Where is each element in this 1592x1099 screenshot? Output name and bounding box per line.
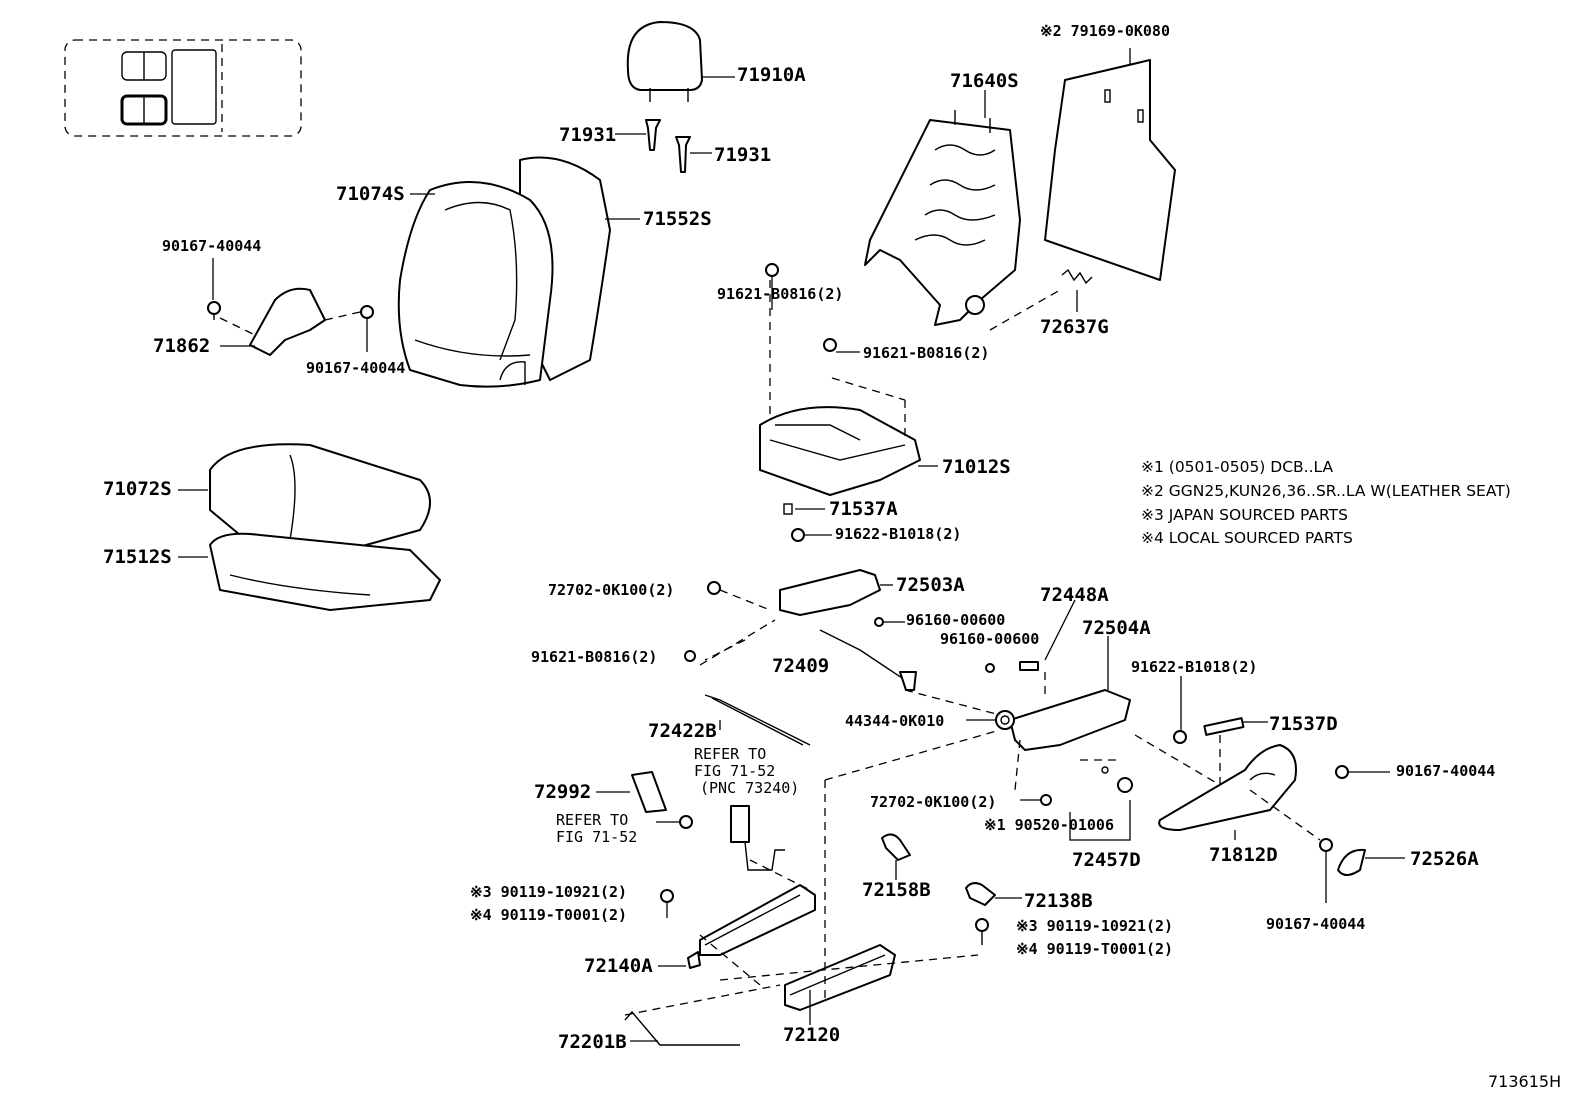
label-90119-T0001-a: ※4 90119-T0001(2)	[470, 906, 628, 924]
label-91622-B1018-b: 91622-B1018(2)	[1131, 658, 1258, 676]
label-71812D: 71812D	[1209, 844, 1278, 866]
seatback-cover-drawing	[397, 156, 640, 388]
cover-72138B-drawing	[965, 882, 1022, 945]
label-71537A: 71537A	[829, 498, 898, 520]
label-72158B: 72158B	[862, 879, 931, 901]
belt-anchor-drawing	[656, 805, 785, 871]
label-71072S: 71072S	[103, 478, 172, 500]
back-board-sheet-drawing	[1044, 48, 1176, 281]
label-71537D: 71537D	[1269, 713, 1338, 735]
label-71012S: 71012S	[942, 456, 1011, 478]
bracket-71862-drawing	[207, 258, 374, 356]
lifter-mechanism-drawing	[966, 599, 1268, 751]
label-72409: 72409	[772, 655, 830, 677]
label-72637G: 72637G	[1040, 316, 1109, 338]
wire-72201B-drawing	[624, 1010, 740, 1046]
label-91622-B1018-a: 91622-B1018(2)	[835, 525, 962, 543]
note-4: ※4 LOCAL SOURCED PARTS	[1141, 529, 1353, 547]
label-71552S: 71552S	[643, 208, 712, 230]
label-90167-40044-b: 90167-40044	[306, 359, 406, 377]
seat-track-left-drawing	[658, 884, 816, 969]
seat-locator-inset	[64, 39, 302, 137]
seat-track-right-drawing	[784, 944, 896, 1025]
label-72138B: 72138B	[1024, 890, 1093, 912]
label-72702-0K100-b: 72702-0K100(2)	[870, 793, 997, 811]
label-96160-00600-a: 96160-00600	[906, 611, 1006, 629]
lifter-link-drawing	[707, 569, 917, 691]
cover-72992-drawing	[596, 771, 667, 813]
knob-lever-drawing	[1020, 744, 1405, 903]
label-91621-B0816-b: 91621-B0816(2)	[863, 344, 990, 362]
label-90167-40044-a: 90167-40044	[162, 237, 262, 255]
label-71862: 71862	[153, 335, 211, 357]
refer-note-2-line2: FIG 71-52	[556, 828, 638, 846]
refer-note-1-line2: FIG 71-52	[694, 762, 776, 780]
seat-cushion-drawing	[178, 443, 441, 611]
label-90520-01006: ※1 90520-01006	[984, 816, 1114, 834]
label-90119-T0001-b: ※4 90119-T0001(2)	[1016, 940, 1174, 958]
headrest-drawing	[626, 21, 735, 102]
label-96160-00600-b: 96160-00600	[940, 630, 1040, 648]
label-90167-40044-d: 90167-40044	[1266, 915, 1366, 933]
label-71640S: 71640S	[950, 70, 1019, 92]
label-72457D: 72457D	[1072, 849, 1141, 871]
note-1: ※1 (0501-0505) DCB..LA	[1141, 458, 1334, 476]
cushion-frame-drawing	[759, 406, 938, 515]
spring-72637G-drawing	[989, 268, 1093, 331]
label-72702-0K100-a: 72702-0K100(2)	[548, 581, 675, 599]
seatback-frame-drawing	[864, 90, 1021, 326]
label-91621-B0816-c: 91621-B0816(2)	[531, 648, 658, 666]
label-72992: 72992	[534, 781, 592, 803]
label-72422B: 72422B	[648, 720, 717, 742]
label-90119-10921-a: ※3 90119-10921(2)	[470, 883, 628, 901]
label-71910A: 71910A	[737, 64, 806, 86]
assembly-guide-lines	[624, 619, 1321, 1016]
headrest-guides	[615, 119, 712, 173]
figure-number: 713615H	[1488, 1072, 1562, 1091]
label-71931-a: 71931	[559, 124, 617, 146]
refer-note-1-line1: REFER TO	[694, 745, 767, 763]
label-72448A: 72448A	[1040, 584, 1109, 606]
label-71931-b: 71931	[714, 144, 772, 166]
label-79169-0K080: ※2 79169-0K080	[1040, 22, 1170, 40]
label-90167-40044-c: 90167-40044	[1396, 762, 1496, 780]
rod-72422B-drawing	[684, 650, 811, 746]
label-72140A: 72140A	[584, 955, 653, 977]
note-2: ※2 GGN25,KUN26,36..SR..LA W(LEATHER SEAT…	[1141, 482, 1511, 500]
label-72503A: 72503A	[896, 574, 965, 596]
label-91621-B0816-a: 91621-B0816(2)	[717, 285, 844, 303]
label-71512S: 71512S	[103, 546, 172, 568]
note-3: ※3 JAPAN SOURCED PARTS	[1141, 506, 1348, 524]
label-72504A: 72504A	[1082, 617, 1151, 639]
cover-72158B-drawing	[881, 833, 911, 880]
label-72526A: 72526A	[1410, 848, 1479, 870]
label-72201B: 72201B	[558, 1031, 627, 1053]
label-71074S: 71074S	[336, 183, 405, 205]
refer-note-1-line3: (PNC 73240)	[700, 779, 800, 797]
label-90119-10921-b: ※3 90119-10921(2)	[1016, 917, 1174, 935]
label-72120: 72120	[783, 1024, 841, 1046]
refer-note-2-line1: REFER TO	[556, 811, 629, 829]
bolts-frame	[765, 263, 906, 542]
label-44344-0K010: 44344-0K010	[845, 712, 945, 730]
